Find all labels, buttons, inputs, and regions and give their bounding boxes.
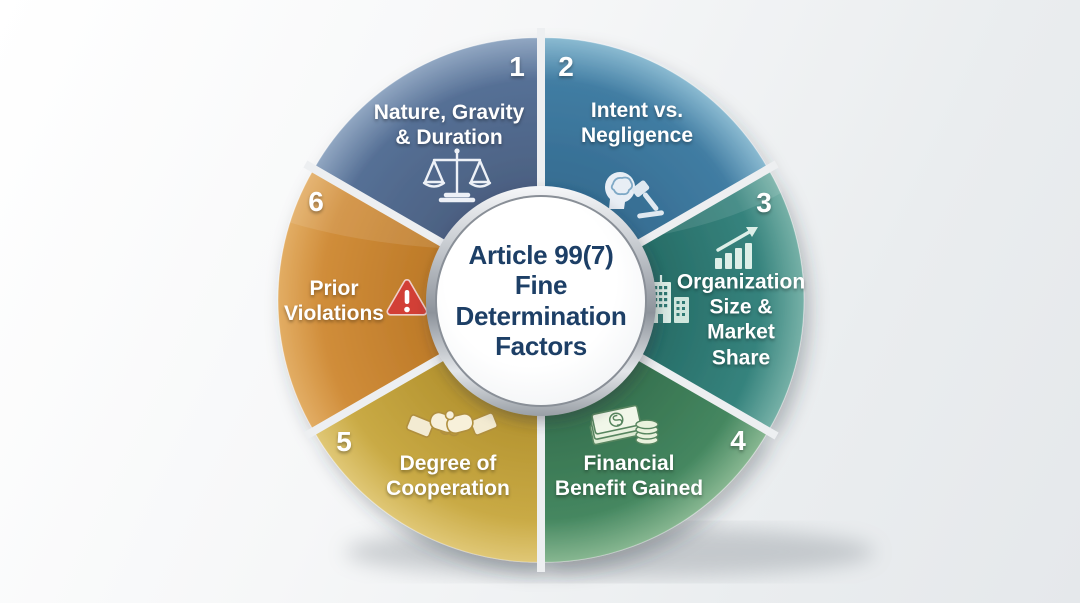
warning-triangle-icon — [386, 279, 428, 316]
segment-1-number: 1 — [509, 51, 525, 82]
segment-3-label: Organization Size & Market Share — [676, 270, 806, 370]
segment-5-label: Degree of Cooperation — [386, 451, 510, 500]
money-bills-coins-icon — [589, 404, 659, 446]
center-hub — [426, 186, 656, 416]
segment-4-label: Financial Benefit Gained — [554, 451, 704, 500]
head-brain-gavel-icon — [605, 171, 664, 219]
scales-of-justice-icon — [422, 148, 492, 203]
coin-stack — [635, 419, 659, 445]
segment-2-label: Intent vs. Negligence — [580, 98, 694, 147]
segment-2-number: 2 — [558, 51, 574, 82]
handshake-icon — [405, 409, 499, 438]
buildings-icon — [651, 275, 689, 323]
growth-chart-icon — [715, 227, 758, 269]
segment-4-number: 4 — [730, 425, 746, 456]
segment-3-number: 3 — [756, 187, 772, 218]
segment-6-number: 6 — [308, 186, 324, 217]
segment-1-label: Nature, Gravity & Duration — [373, 100, 525, 149]
center-title: Article 99(7) Fine Determination Factors — [455, 240, 627, 362]
segment-5-number: 5 — [336, 426, 352, 457]
segment-6-label: Prior Violations — [284, 276, 384, 325]
